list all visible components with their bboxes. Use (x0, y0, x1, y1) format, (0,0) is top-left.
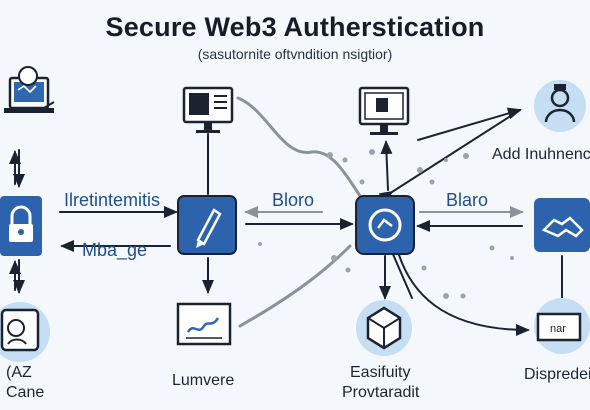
label-center-right: Blaro (446, 190, 489, 210)
cube-icon (356, 300, 412, 356)
lock-icon (0, 196, 42, 256)
handshake-icon (534, 198, 590, 252)
page-subtitle: (sasutornite oftvndition nsigtior) (197, 46, 393, 62)
connectors (9, 96, 563, 336)
label-bottom-left-b: Cane (6, 384, 45, 401)
label-right-top: Add Inuhnenc (492, 146, 590, 163)
label-left-mid: Mba_ge (82, 240, 148, 260)
shield-icon (355, 195, 415, 255)
monitor-icon (358, 86, 410, 135)
pen-icon (177, 195, 237, 255)
screen-icon: nar (534, 298, 590, 354)
label-bottom-center-left: Lumvere (172, 372, 235, 389)
monitor-icon (4, 66, 55, 113)
label-left-top: Ilretintemitis (64, 190, 161, 210)
monitor-icon (182, 86, 234, 133)
label-center-left: Bloro (272, 190, 315, 210)
page-title: Secure Web3 Autherstication (105, 12, 485, 42)
label-bottom-center-b: Provtaradit (342, 384, 420, 401)
label-bottom-right: Dispredei (524, 366, 590, 383)
face-id-icon (0, 302, 50, 362)
screen-label: nar (550, 323, 566, 335)
decorative-dots (258, 149, 514, 299)
label-bottom-left-a: (AZ (6, 364, 32, 381)
signature-icon (176, 302, 232, 346)
user-icon (534, 80, 586, 132)
label-bottom-center-a: Easifuity (350, 364, 411, 381)
